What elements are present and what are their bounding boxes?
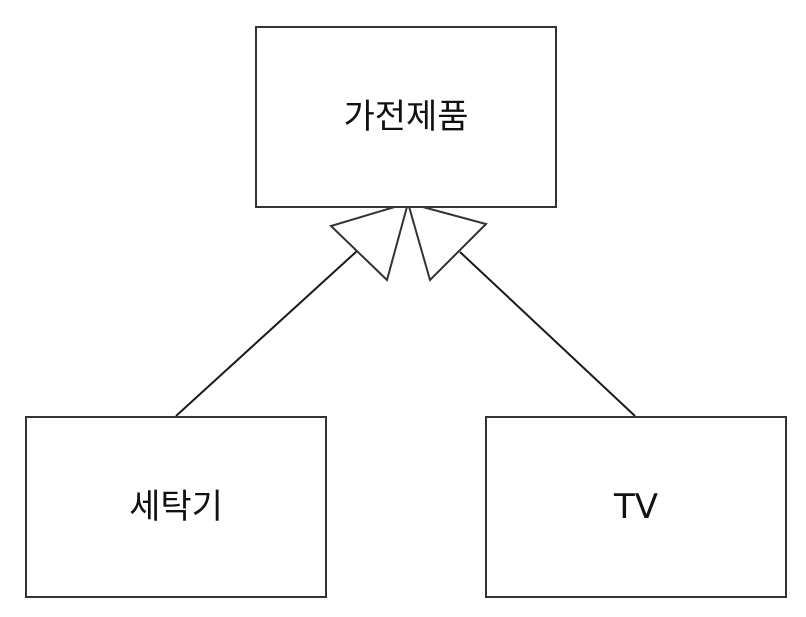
- child-class-label-washer: 세탁기: [129, 487, 223, 527]
- child-class-box-tv[interactable]: TV: [485, 416, 787, 598]
- parent-class-label: 가전제품: [343, 97, 469, 137]
- inheritance-edge-right[interactable]: [459, 251, 636, 417]
- parent-class-box[interactable]: 가전제품: [255, 26, 557, 208]
- child-class-label-tv: TV: [613, 487, 659, 527]
- inheritance-edge-left[interactable]: [175, 250, 358, 417]
- inheritance-arrowhead-left: [329, 201, 410, 282]
- inheritance-arrowhead-right: [406, 201, 488, 282]
- child-class-box-washer[interactable]: 세탁기: [25, 416, 327, 598]
